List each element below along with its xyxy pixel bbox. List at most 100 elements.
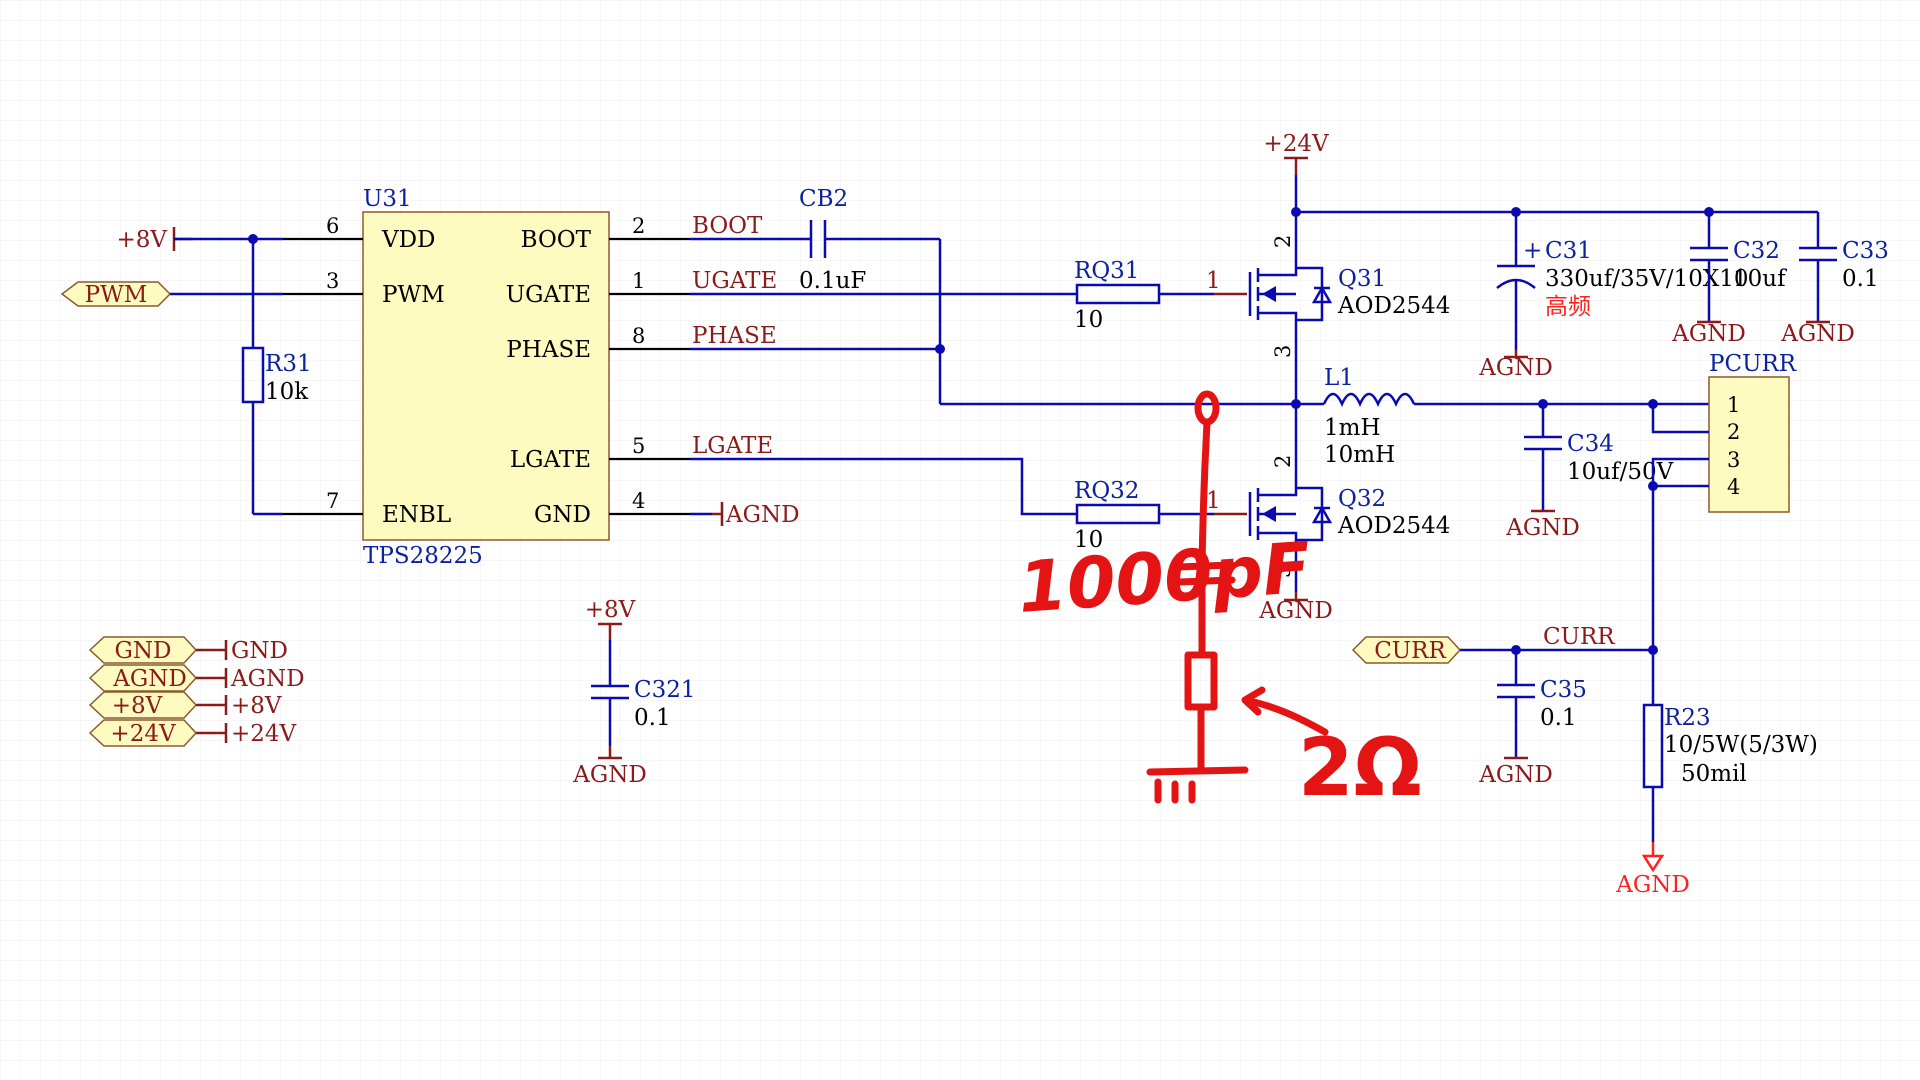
- c34-value: 10uf/50V: [1567, 459, 1674, 485]
- agnd-c35: AGND: [1478, 756, 1553, 788]
- l1-value2: 10mH: [1324, 442, 1395, 468]
- agnd-c31: AGND: [1478, 350, 1553, 381]
- l1-value1: 1mH: [1324, 415, 1381, 441]
- power-label: +24V: [1263, 131, 1329, 157]
- q32-gate-pin: 1: [1206, 488, 1221, 514]
- mosfet-q31[interactable]: 2 3 Q31 AOD2544: [1248, 212, 1450, 358]
- power-label: AGND: [572, 762, 647, 788]
- hand-arrow: [1241, 686, 1329, 736]
- port-legend: GND GND AGND AGND +8V +8V +24V +24V: [88, 636, 305, 747]
- r23-note: 50mil: [1681, 761, 1747, 787]
- agnd-c33: AGND: [1780, 320, 1855, 347]
- ic-pin-num: 2: [632, 214, 645, 238]
- capacitor-c35[interactable]: C35 0.1: [1497, 650, 1587, 758]
- power-label: +8V: [116, 227, 167, 253]
- legend-net-label: AGND: [230, 666, 305, 692]
- legend-row[interactable]: GND GND: [88, 636, 288, 664]
- net-label-ugate: UGATE: [692, 268, 777, 294]
- capacitor-c34[interactable]: C34 10uf/50V: [1524, 404, 1674, 511]
- hand-ground: [1146, 766, 1249, 804]
- capacitor-c32[interactable]: C32 10uf: [1690, 212, 1787, 322]
- power-label: AGND: [1671, 321, 1746, 347]
- mosfet-q32[interactable]: 2 3 Q32 AOD2544: [1248, 455, 1450, 578]
- r31-value: 10k: [265, 379, 309, 405]
- legend-net-label: +8V: [231, 693, 282, 719]
- resistor-r23[interactable]: R23 10/5W(5/3W) 50mil: [1642, 650, 1818, 842]
- ic-designator: U31: [363, 186, 412, 212]
- q32-ref: Q32: [1338, 486, 1386, 512]
- legend-net-label: GND: [231, 638, 288, 664]
- resistor-rq32[interactable]: RQ32 10: [1074, 478, 1161, 553]
- power-label: AGND: [725, 502, 800, 528]
- pcurr-pin: 1: [1727, 393, 1740, 417]
- c31-plus: +: [1523, 238, 1542, 264]
- c321-ref: C321: [634, 677, 696, 703]
- connector-pcurr[interactable]: PCURR 1 2 3 4: [1708, 351, 1797, 513]
- port-curr[interactable]: CURR: [1351, 636, 1462, 664]
- q31-gate-pin: 1: [1206, 268, 1221, 294]
- net-label-lgate: LGATE: [692, 433, 773, 459]
- r23-value: 10/5W(5/3W): [1664, 732, 1818, 758]
- legend-port-label: GND: [115, 638, 172, 664]
- port-pwm-label: PWM: [85, 282, 148, 308]
- c34-ref: C34: [1567, 431, 1614, 457]
- legend-row[interactable]: AGND AGND: [88, 664, 305, 692]
- c321-value: 0.1: [634, 705, 671, 731]
- ic-pin-num: 3: [326, 269, 339, 293]
- ic-pin-name: GND: [534, 502, 591, 528]
- port-curr-label: CURR: [1374, 638, 1446, 664]
- agnd-ic: AGND: [712, 502, 800, 528]
- resistor-r31[interactable]: R31 10k: [241, 239, 312, 514]
- ic-u31[interactable]: U31 TPS28225 6 3 7 VDD PWM ENBL 2 1 8 5 …: [283, 186, 690, 569]
- c35-ref: C35: [1540, 677, 1587, 703]
- ic-pin-num: 8: [632, 324, 645, 348]
- rq32-value: 10: [1074, 527, 1103, 553]
- ic-pin-num: 5: [632, 434, 645, 458]
- port-pwm[interactable]: PWM: [60, 281, 172, 308]
- ic-pin-num: 1: [632, 269, 645, 293]
- power-label: AGND: [1615, 872, 1690, 898]
- agnd-c321: AGND: [572, 746, 647, 788]
- ic-part: TPS28225: [363, 543, 483, 569]
- power-24v-top: +24V: [1263, 131, 1329, 175]
- q32-pin-d: 2: [1271, 455, 1295, 468]
- connector-body: [1708, 376, 1790, 513]
- power-label: AGND: [1258, 598, 1333, 624]
- pcurr-pin: 3: [1727, 448, 1740, 472]
- power-label: AGND: [1505, 515, 1580, 541]
- rq32-ref: RQ32: [1074, 478, 1139, 504]
- ic-pin-num: 7: [326, 489, 339, 513]
- power-label: +8V: [585, 597, 636, 623]
- c31-ref: C31: [1545, 238, 1592, 264]
- legend-row[interactable]: +8V +8V: [88, 691, 282, 719]
- rq31-ref: RQ31: [1074, 258, 1139, 284]
- c31-value: 330uf/35V/10X10: [1545, 266, 1749, 292]
- capacitor-cb2[interactable]: CB2 0.1uF: [690, 186, 940, 294]
- capacitor-c31[interactable]: + C31 330uf/35V/10X10 高频: [1496, 212, 1749, 350]
- c33-value: 0.1: [1842, 266, 1879, 292]
- c31-note: 高频: [1545, 294, 1591, 320]
- net-label-boot: BOOT: [692, 213, 763, 239]
- agnd-c32: AGND: [1671, 320, 1746, 347]
- rq31-value: 10: [1074, 307, 1103, 333]
- agnd-c34: AGND: [1505, 509, 1580, 541]
- legend-row[interactable]: +24V +24V: [88, 719, 297, 747]
- r23-ref: R23: [1664, 705, 1711, 731]
- inductor-l1[interactable]: L1 1mH 10mH: [1322, 365, 1416, 468]
- capacitor-c321[interactable]: C321 0.1: [591, 640, 696, 746]
- r31-ref: R31: [265, 351, 312, 377]
- capacitor-c33[interactable]: C33 0.1: [1799, 212, 1889, 322]
- q31-pin-d: 2: [1271, 235, 1295, 248]
- pcurr-pin: 2: [1727, 420, 1740, 444]
- legend-port-label: AGND: [112, 666, 187, 692]
- power-8v-c321: +8V: [585, 597, 636, 640]
- q32-part: AOD2544: [1337, 513, 1450, 539]
- ic-pin-name: UGATE: [506, 282, 591, 308]
- ic-pin-name: PWM: [382, 282, 445, 308]
- agnd-q32: AGND: [1258, 592, 1333, 624]
- power-label: AGND: [1478, 355, 1553, 381]
- legend-port-label: +8V: [112, 693, 163, 719]
- ic-body: [362, 211, 610, 541]
